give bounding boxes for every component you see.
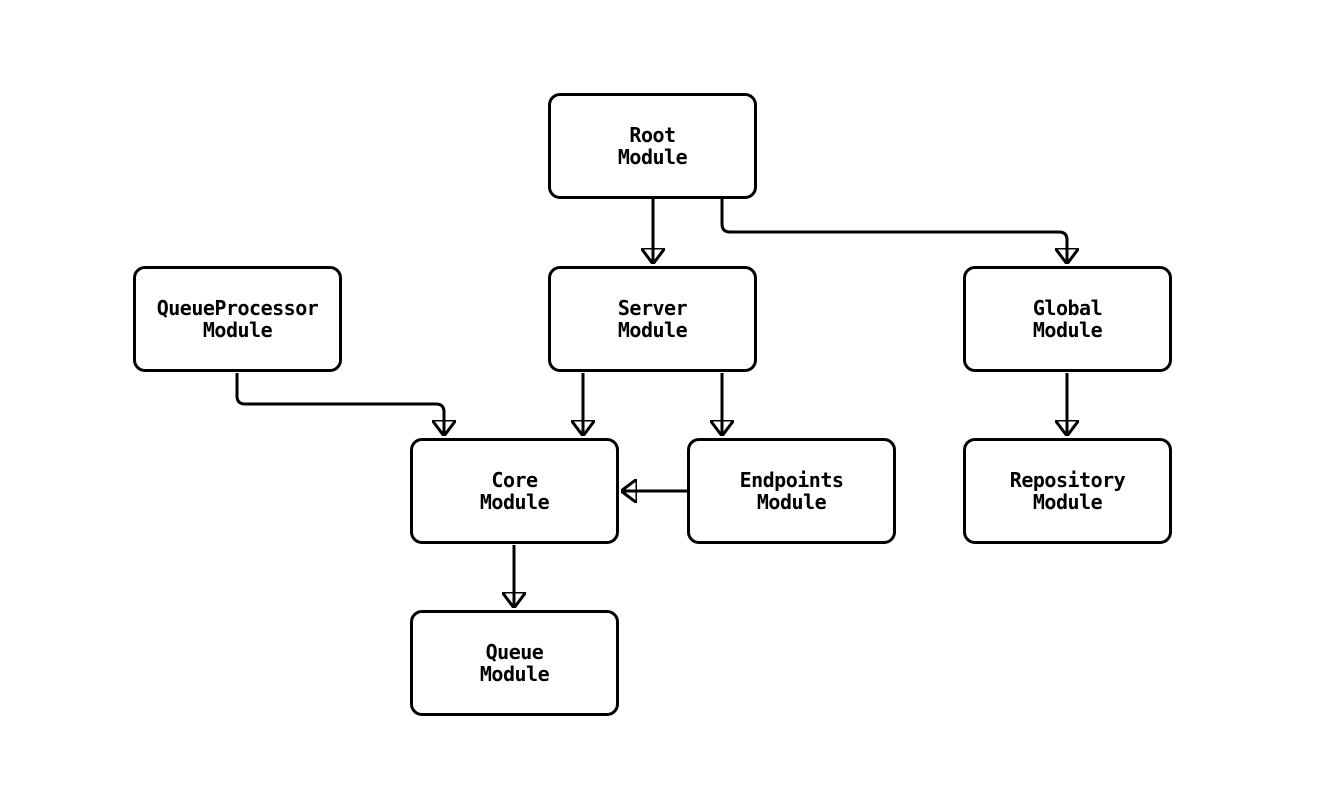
node-server-module: Server Module [548, 266, 757, 372]
node-server-module-label: Server Module [617, 296, 688, 342]
node-repository-module-label: Repository Module [1009, 468, 1126, 514]
node-global-module: Global Module [963, 266, 1172, 372]
node-endpoints-module: Endpoints Module [687, 438, 896, 544]
node-queue-module: Queue Module [410, 610, 619, 716]
node-queueprocessor-module: QueueProcessor Module [133, 266, 342, 372]
node-endpoints-module-label: Endpoints Module [739, 468, 844, 514]
node-repository-module: Repository Module [963, 438, 1172, 544]
node-core-module: Core Module [410, 438, 619, 544]
edge-queueprocessor-to-core [235, 373, 444, 435]
node-global-module-label: Global Module [1032, 296, 1103, 342]
node-queue-module-label: Queue Module [479, 640, 550, 686]
edge-root-to-global [720, 198, 1067, 263]
node-root-module: Root Module [548, 93, 757, 199]
node-core-module-label: Core Module [479, 468, 550, 514]
node-root-module-label: Root Module [617, 123, 688, 169]
node-queueprocessor-module-label: QueueProcessor Module [156, 296, 319, 342]
